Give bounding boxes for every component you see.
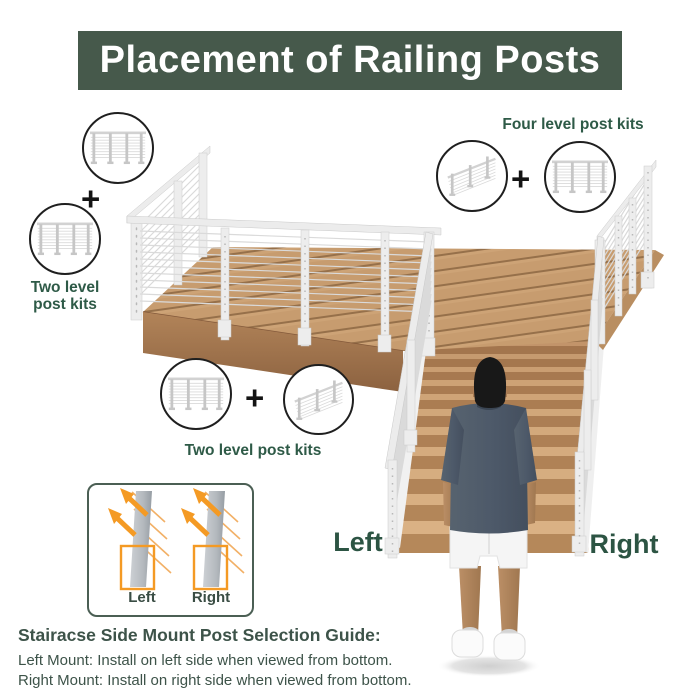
person xyxy=(437,357,541,677)
stair-side-label-left: Left xyxy=(333,527,383,557)
page-title: Placement of Railing Posts xyxy=(99,39,601,81)
guide-label-left: Left xyxy=(128,589,156,606)
selection-guide-text: Stairacse Side Mount Post Selection Guid… xyxy=(18,625,478,691)
guide-label-right: Right xyxy=(191,589,231,606)
guide-right-post-group xyxy=(181,488,245,591)
kit-label-top-right: Four level post kits xyxy=(502,116,644,133)
guide-left-post-group xyxy=(108,488,172,591)
plus-sign-top-right: + xyxy=(511,160,531,197)
guide-title: Stairacse Side Mount Post Selection Guid… xyxy=(18,625,381,645)
level-railing-icon xyxy=(90,128,146,168)
railing-stair-right xyxy=(571,235,605,557)
person-legs xyxy=(459,566,520,638)
guide-right-mount-line: Right Mount: Install on right side when … xyxy=(18,671,412,689)
level-railing-icon xyxy=(37,219,93,259)
callout-circle-top-right-2 xyxy=(544,141,616,213)
callout-circle-top-left-2 xyxy=(29,203,101,275)
callout-circle-mid-left-2 xyxy=(283,364,354,435)
railing-stair-left xyxy=(384,231,434,559)
stair-side-label-right: Right xyxy=(589,529,659,559)
up-left-arrows xyxy=(108,488,149,537)
side-mount-guide-box: Left Right xyxy=(87,483,254,617)
header-banner: Placement of Railing Posts xyxy=(78,31,622,90)
person-hair xyxy=(473,357,507,408)
callout-circle-top-right-1 xyxy=(436,140,508,212)
level-railing-icon xyxy=(552,157,608,197)
kit-label-mid-left: Two level post kits xyxy=(184,442,322,459)
person-shirt xyxy=(441,403,537,534)
up-left-arrows xyxy=(181,488,222,537)
stair-railing-icon xyxy=(294,377,344,423)
side-mount-guide-illustration xyxy=(108,488,245,591)
plus-sign-top-left: + xyxy=(81,180,101,217)
callout-circle-top-left-1 xyxy=(82,112,154,184)
level-railing-icon xyxy=(168,374,224,414)
right-mount-plate-outline xyxy=(192,544,229,591)
person-head xyxy=(473,357,507,408)
plus-sign-mid-left: + xyxy=(245,379,265,416)
guide-left-mount-line: Left Mount: Install on left side when vi… xyxy=(18,652,393,669)
callout-circle-mid-left-1 xyxy=(160,358,232,430)
deck-floor xyxy=(143,247,655,351)
left-mount-plate-outline xyxy=(119,544,156,591)
kit-label-top-left: Two level post kits xyxy=(30,279,100,313)
stair-railing-icon xyxy=(447,153,497,199)
person-shoes xyxy=(451,627,526,661)
